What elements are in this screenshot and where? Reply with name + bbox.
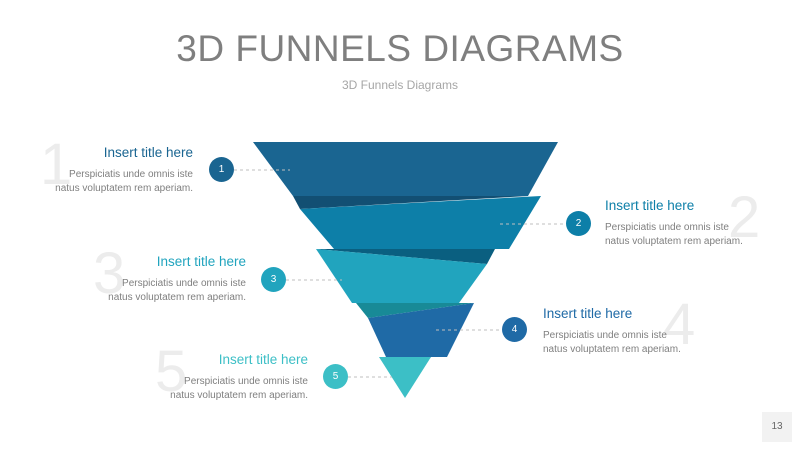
item-3-title: Insert title here [156, 254, 246, 269]
item-2-desc-line1: Perspiciatis unde omnis iste [605, 222, 729, 233]
item-1-title: Insert title here [103, 145, 193, 160]
item-4-desc-line1: Perspiciatis unde omnis iste [543, 330, 667, 341]
item-1-desc-line2: natus voluptatem rem aperiam. [55, 183, 193, 194]
item-1-desc-line1: Perspiciatis unde omnis iste [69, 169, 193, 180]
item-1-big-number: 1 [40, 132, 73, 197]
item-4-big-number: 4 [663, 292, 696, 357]
funnel-fold-2 [316, 249, 495, 264]
item-5-desc-line2: natus voluptatem rem aperiam. [170, 390, 308, 401]
page-title: 3D FUNNELS DIAGRAMS [176, 28, 624, 69]
page-number: 13 [762, 412, 792, 442]
funnel-segment-2 [300, 196, 541, 249]
funnel-segment-3 [316, 249, 487, 303]
item-4-desc-line2: natus voluptatem rem aperiam. [543, 344, 681, 355]
item-1-number-badge: 1 [209, 157, 234, 182]
item-2-title: Insert title here [605, 198, 695, 213]
item-3-desc-line2: natus voluptatem rem aperiam. [108, 292, 246, 303]
page-subtitle: 3D Funnels Diagrams [341, 78, 459, 92]
funnel-fold-1 [293, 196, 528, 209]
funnel-fold-3 [356, 303, 474, 318]
funnel-segment-4 [368, 303, 474, 357]
funnel-segment-1 [253, 142, 558, 196]
item-5-number-badge: 5 [323, 364, 348, 389]
item-2-desc-line2: natus voluptatem rem aperiam. [605, 236, 743, 247]
item-4-number-badge: 4 [502, 317, 527, 342]
item-2-number-badge: 2 [566, 211, 591, 236]
item-3-number-badge: 3 [261, 267, 286, 292]
item-3-big-number: 3 [93, 241, 126, 306]
item-5-title: Insert title here [218, 352, 308, 367]
item-3-desc-line1: Perspiciatis unde omnis iste [122, 278, 246, 289]
item-2-big-number: 2 [728, 185, 761, 250]
item-4-title: Insert title here [543, 306, 633, 321]
item-5-desc-line1: Perspiciatis unde omnis iste [184, 376, 308, 387]
funnel-segment-5 [379, 357, 431, 398]
item-5-big-number: 5 [155, 339, 188, 404]
